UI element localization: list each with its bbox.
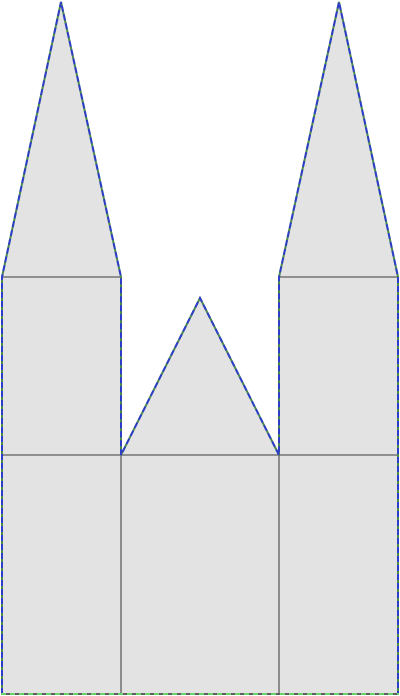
lower-center-block (121, 455, 279, 694)
right-upper-block (279, 277, 398, 455)
grid-lines (2, 276, 398, 694)
lower-left-block (2, 455, 121, 694)
center-gable (121, 298, 279, 455)
lower-right-block (279, 455, 398, 694)
left-upper-block (2, 277, 121, 455)
right-spire (279, 2, 398, 277)
left-spire (2, 2, 121, 277)
